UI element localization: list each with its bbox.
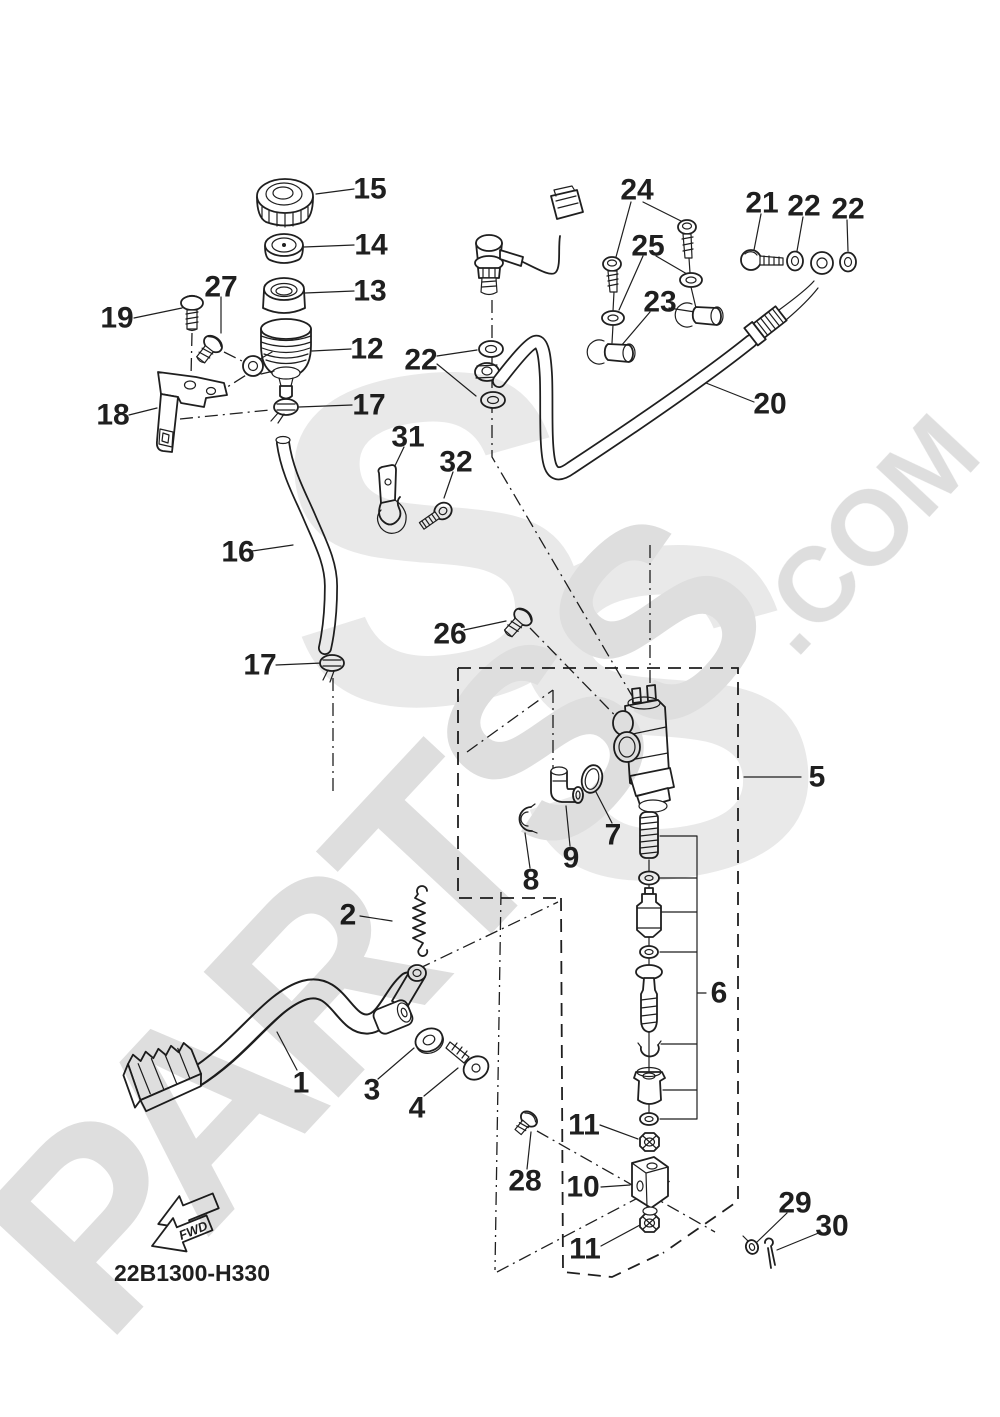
part-19-bolt [180, 294, 204, 332]
part-label-26: 26 [433, 618, 466, 651]
part-label-32: 32 [439, 446, 472, 479]
part-label-30: 30 [815, 1210, 848, 1243]
watermark: S S PARTSS .COM [0, 258, 1000, 1387]
part-label-21: 21 [745, 187, 778, 220]
part-label-1: 1 [293, 1067, 310, 1100]
part-label-22: 22 [831, 193, 864, 226]
part-label-2: 2 [340, 899, 357, 932]
part-label-27: 27 [204, 271, 237, 304]
part-17-clamp-bottom [319, 654, 345, 683]
part-1-brake-pedal [122, 964, 427, 1113]
part-label-13: 13 [353, 275, 386, 308]
part-17-clamp-top [270, 398, 299, 424]
part-label-12: 12 [350, 333, 383, 366]
part-14-diaphragm [264, 233, 304, 264]
part-label-11: 11 [568, 1109, 600, 1142]
part-label-6: 6 [711, 977, 728, 1010]
part-label-4: 4 [409, 1092, 426, 1125]
part-label-7: 7 [605, 819, 622, 852]
part-16-hose [275, 435, 339, 655]
part-22-washers-left [474, 340, 506, 409]
part-26-bolt [503, 607, 533, 638]
part-25-washers [601, 272, 703, 326]
part-label-17: 17 [352, 389, 385, 422]
watermark-swoosh-icon: S [241, 258, 625, 822]
part-label-24: 24 [620, 174, 654, 207]
part-9-elbow [550, 766, 584, 804]
part-label-15: 15 [353, 173, 386, 206]
part-29-clip [742, 1235, 760, 1255]
part-20-brake-hose [492, 251, 834, 481]
part-10-clevis [631, 1156, 669, 1216]
part-label-3: 3 [364, 1074, 381, 1107]
master-cylinder-body [612, 684, 675, 813]
part-label-11: 11 [569, 1233, 601, 1266]
fwd-arrow: FWD [151, 1192, 220, 1253]
part-24-bolts [602, 219, 697, 344]
part-label-5: 5 [809, 761, 826, 794]
part-11-nuts [639, 1132, 660, 1233]
part-22-washers-right [786, 250, 857, 273]
part-32-bolt [418, 501, 453, 530]
part-30-pin [764, 1237, 776, 1269]
part-23-clamps [586, 302, 724, 365]
brake-light-switch [474, 185, 584, 296]
leader-lines [128, 188, 849, 1251]
part-28-bolt [514, 1110, 538, 1136]
part-label-9: 9 [563, 842, 580, 875]
part-label-17: 17 [243, 649, 276, 682]
part-label-18: 18 [96, 399, 129, 432]
drawing-code: 22B1300-H330 [114, 1260, 270, 1286]
part-18-bracket [155, 371, 228, 453]
part-label-29: 29 [778, 1187, 811, 1220]
part-label-19: 19 [100, 302, 133, 335]
part-label-14: 14 [354, 229, 388, 262]
part-label-20: 20 [753, 388, 786, 421]
part-7-oring [580, 764, 604, 794]
part-6-kit [633, 811, 707, 1126]
part-27-bolt [196, 334, 223, 364]
part-label-22: 22 [404, 344, 437, 377]
diagram-art: FWD 22B1300-H330 15141312192718171617313… [96, 173, 864, 1287]
part-8-clip [518, 803, 538, 834]
part-31-guide-bracket [376, 464, 407, 534]
part-4-bolt [445, 1041, 490, 1081]
part-13-cup [262, 277, 306, 314]
part-12-reservoir [242, 318, 312, 400]
part-2-spring [412, 885, 429, 957]
part-3-washer [414, 1027, 444, 1055]
watermark-swoosh-icon: S [469, 431, 853, 995]
part-label-23: 23 [643, 286, 676, 319]
part-label-25: 25 [631, 230, 664, 263]
part-label-31: 31 [391, 421, 424, 454]
part-label-10: 10 [566, 1171, 599, 1204]
dashed-assembly-box [457, 667, 739, 1278]
part-label-16: 16 [221, 536, 254, 569]
part-label-8: 8 [523, 864, 540, 897]
part-label-22: 22 [787, 190, 820, 223]
part-label-28: 28 [508, 1165, 541, 1198]
part-15-reservoir-cap [256, 178, 314, 228]
part-21-union-bolt [740, 249, 784, 271]
